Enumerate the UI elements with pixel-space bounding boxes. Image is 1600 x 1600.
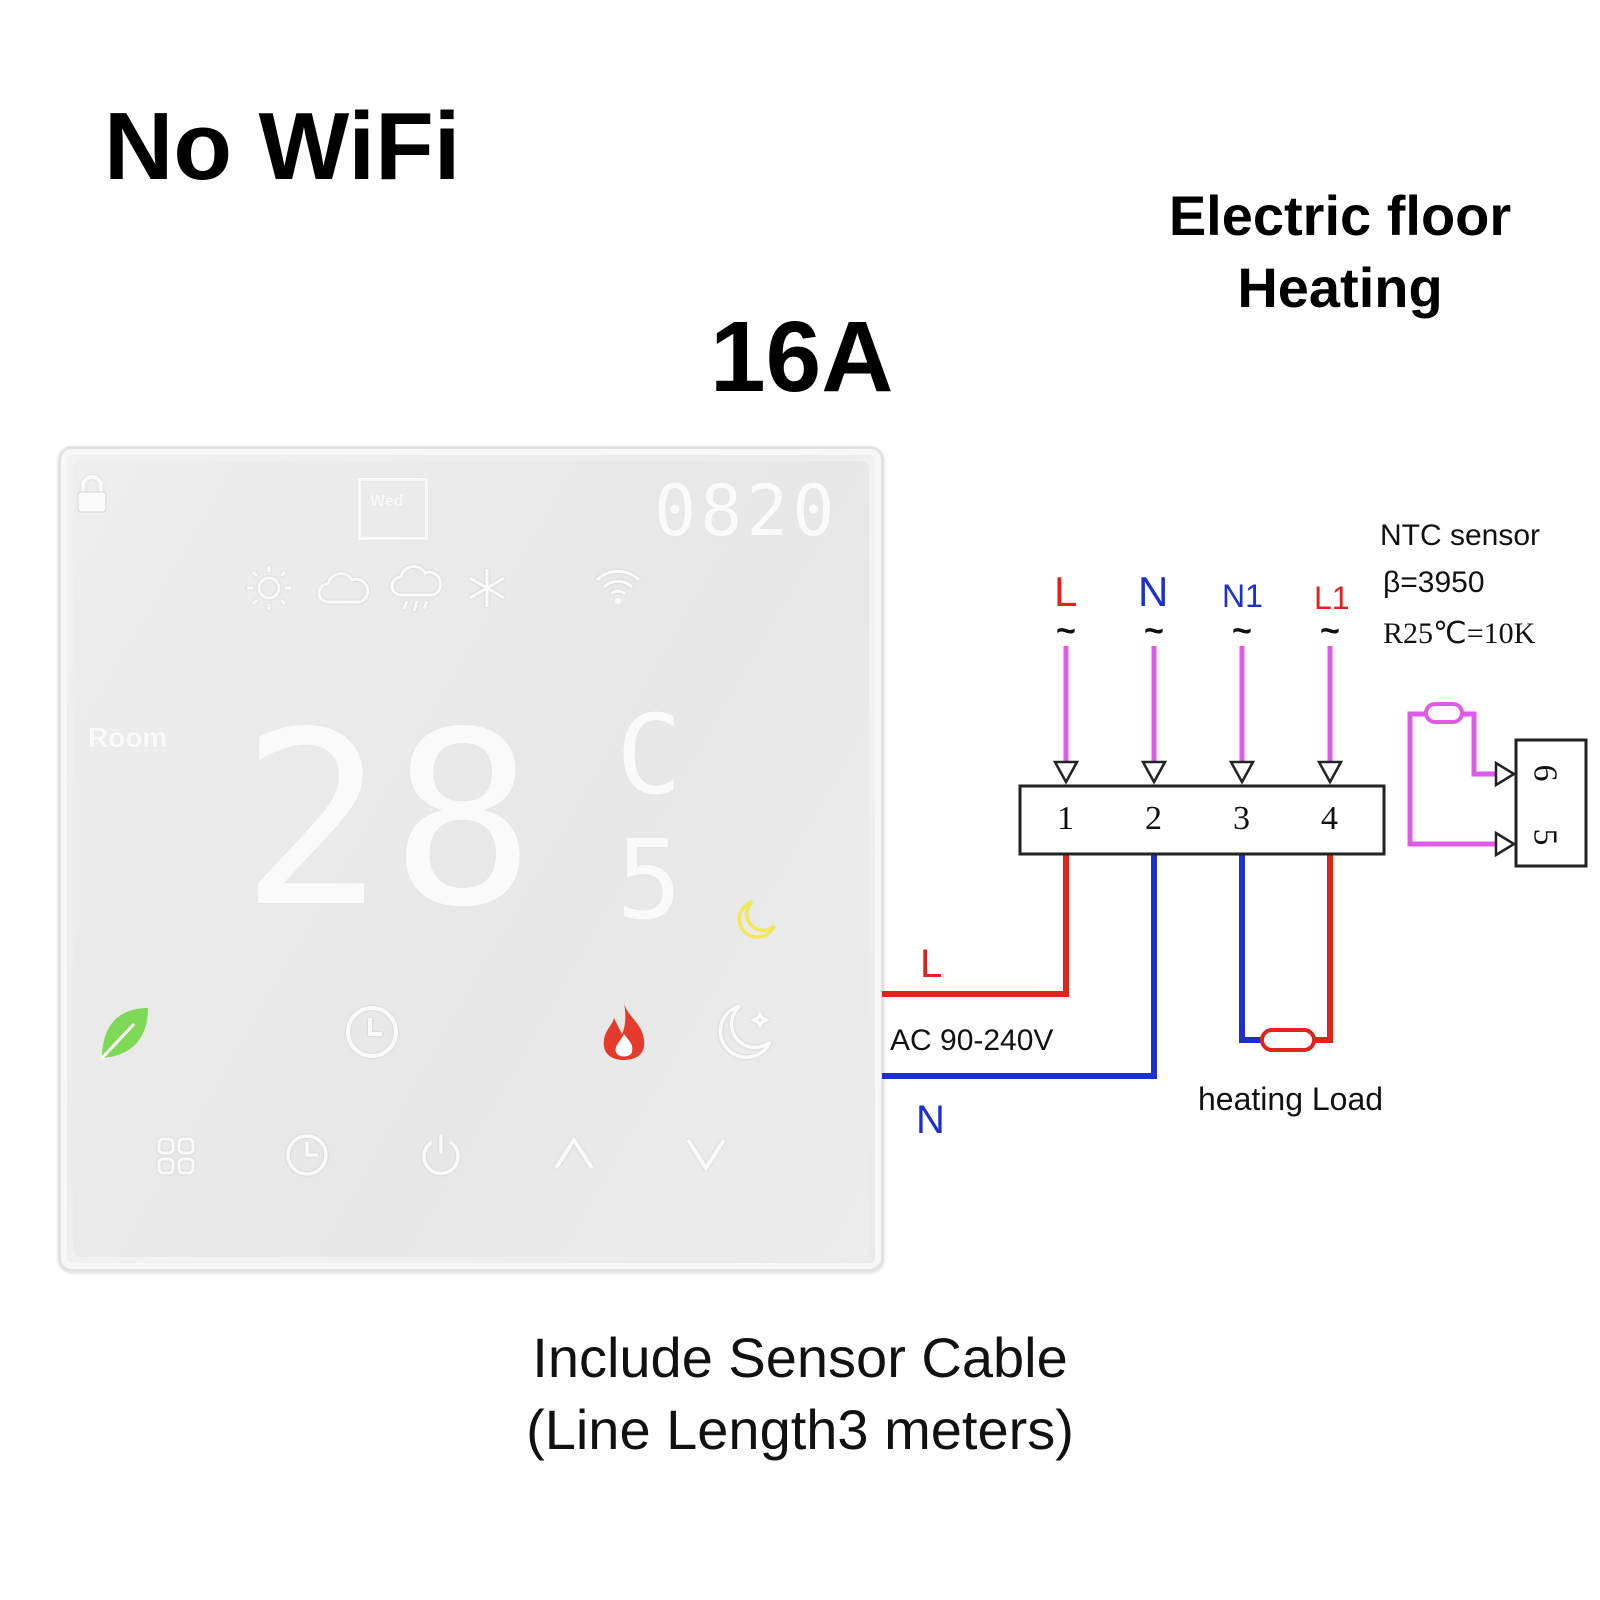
thermostat-panel (58, 446, 884, 1272)
sensor-wire (1407, 711, 1496, 847)
sensor-cable-line1: Include Sensor Cable (532, 1326, 1068, 1389)
load-neutral-wire (1239, 852, 1262, 1043)
sensor-cable-note: Include Sensor Cable (Line Length3 meter… (400, 1322, 1200, 1466)
thermostat-glass (73, 461, 869, 1257)
ntc-sensor-title: NTC sensor (1380, 519, 1541, 552)
terminal-1: 1 (1057, 800, 1074, 837)
day-label: Wed (370, 493, 404, 510)
sensor-terminal-5: 5 (1526, 828, 1564, 846)
terminal-2: 2 (1145, 800, 1162, 837)
temperature-fraction: 5 (616, 816, 683, 944)
supply-line-wire (882, 852, 1069, 997)
supply-voltage-label: AC 90-240V (890, 1024, 1054, 1057)
terminal-block (1018, 784, 1386, 856)
sensor-terminal-block (1514, 738, 1588, 868)
sensor-terminal-6: 6 (1526, 764, 1564, 782)
snowflake-icon (469, 569, 505, 607)
clock-icon (346, 1006, 398, 1058)
input-arrow-2 (1140, 760, 1168, 785)
sensor-arrow-5 (1494, 830, 1517, 858)
no-wifi-heading: No WiFi (104, 93, 461, 200)
input-label-n1: N1 (1222, 578, 1263, 614)
supply-neutral-wire (882, 852, 1157, 1079)
product-type-heading: Electric floor Heating (1140, 180, 1540, 324)
sun-icon (247, 566, 291, 610)
heating-load-resistor (1260, 1028, 1316, 1052)
amperage-heading: 16A (710, 301, 894, 413)
cloud-icon (317, 572, 370, 604)
input-label-l: L (1054, 568, 1078, 615)
terminal-3: 3 (1233, 800, 1250, 837)
flame-icon (603, 1002, 645, 1060)
ntc-sensor-element (1424, 702, 1464, 724)
wifi-icon (595, 569, 641, 604)
input-arrow-3 (1228, 760, 1256, 785)
timer-icon[interactable] (284, 1132, 330, 1178)
room-label: Room (88, 722, 168, 753)
lock-icon (77, 475, 107, 513)
supply-neutral-label: N (916, 1098, 945, 1142)
input-arrow-4 (1316, 760, 1344, 785)
ntc-sensor-beta: β=3950 (1383, 566, 1485, 599)
leaf-icon (100, 1008, 148, 1060)
input-label-n: N (1138, 568, 1169, 615)
ac-symbol-1: ~ (1056, 612, 1076, 650)
day-box (358, 478, 428, 540)
moon-icon (737, 900, 776, 939)
heating-load-label: heating Load (1198, 1081, 1384, 1117)
ntc-sensor-r25: R25℃=10K (1383, 617, 1536, 650)
temperature-unit: C (616, 691, 683, 819)
ac-symbol-4: ~ (1320, 612, 1340, 650)
temperature-main: 28 (240, 680, 541, 960)
supply-line-label: L (920, 942, 943, 986)
ac-symbol-3: ~ (1232, 612, 1252, 650)
product-type-line2: Heating (1237, 256, 1443, 319)
rain-cloud-icon (390, 565, 443, 612)
product-type-line1: Electric floor (1168, 184, 1512, 247)
terminal-4: 4 (1321, 800, 1338, 837)
load-line-wire (1314, 852, 1333, 1043)
down-arrow-icon[interactable] (684, 1134, 728, 1174)
ac-symbol-2: ~ (1144, 612, 1164, 650)
input-label-l1: L1 (1314, 580, 1350, 616)
sensor-arrow-6 (1494, 760, 1517, 788)
power-icon[interactable] (418, 1130, 464, 1178)
input-arrow-1 (1052, 760, 1080, 785)
sensor-cable-line2: (Line Length3 meters) (526, 1398, 1074, 1461)
moon-stars-icon (718, 1004, 772, 1059)
clock-display: 0820 (654, 470, 839, 552)
menu-grid-icon[interactable] (156, 1136, 196, 1176)
up-arrow-icon[interactable] (552, 1134, 596, 1174)
